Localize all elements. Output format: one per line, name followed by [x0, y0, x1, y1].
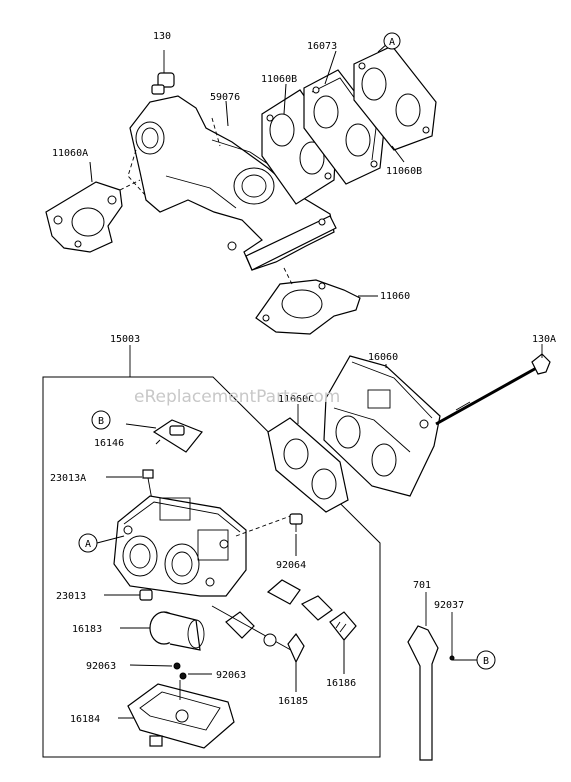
- kit-box-15003: [42, 345, 381, 758]
- callout-a-bottom: A: [78, 533, 98, 553]
- label-16073: 16073: [307, 41, 337, 52]
- float-16183: [149, 611, 205, 651]
- screw-23013: [139, 589, 153, 601]
- gasket-11060B-b: [353, 45, 437, 151]
- label-16183: 16183: [72, 624, 102, 635]
- label-16060: 16060: [368, 352, 398, 363]
- watermark-text: eReplacementParts.com: [134, 387, 340, 407]
- label-130A: 130A: [532, 334, 556, 345]
- callout-b-right-text: B: [483, 656, 489, 667]
- label-701: 701: [413, 580, 431, 591]
- label-11060B-b: 11060B: [386, 166, 422, 177]
- label-23013A: 23013A: [50, 473, 86, 484]
- callout-a-top: A: [383, 32, 401, 50]
- label-130: 130: [153, 31, 171, 42]
- callout-a-bottom-text: A: [85, 539, 91, 550]
- label-11060B-a: 11060B: [261, 74, 297, 85]
- label-16185: 16185: [278, 696, 308, 707]
- screw-92064: [289, 513, 303, 532]
- seal-92063: [173, 662, 187, 680]
- gasket-11060: [255, 267, 361, 335]
- valve-16186: [329, 611, 357, 641]
- gasket-11060C: [267, 404, 349, 513]
- spacer-16073: [303, 69, 385, 185]
- bolt-130: [151, 50, 175, 95]
- carburetor-body: [113, 495, 297, 597]
- label-92037: 92037: [434, 600, 464, 611]
- label-23013: 23013: [56, 591, 86, 602]
- callout-b-left-text: B: [98, 416, 104, 427]
- callout-b-left: B: [91, 410, 111, 430]
- callout-b-right: B: [476, 650, 496, 670]
- linkage-16185: [211, 579, 333, 664]
- label-16186: 16186: [326, 678, 356, 689]
- label-92063-a: 92063: [86, 661, 116, 672]
- clip-92037: [449, 612, 478, 661]
- label-16184: 16184: [70, 714, 100, 725]
- label-15003: 15003: [110, 334, 140, 345]
- label-92064: 92064: [276, 560, 306, 571]
- gasket-11060A: [45, 179, 141, 253]
- plate-16146: [152, 419, 203, 453]
- label-59076: 59076: [210, 92, 240, 103]
- label-11060C: 11060C: [278, 394, 314, 405]
- label-11060A: 11060A: [52, 148, 88, 159]
- float-bowl-16184: [127, 680, 235, 749]
- long-bolt-130A: [435, 344, 551, 426]
- spacer-16060: [323, 355, 441, 497]
- leader-lines: [89, 42, 405, 719]
- label-16146: 16146: [94, 438, 124, 449]
- fuel-hose-701: [407, 592, 439, 761]
- label-11060: 11060: [380, 291, 410, 302]
- screw-23013A: [142, 469, 154, 501]
- label-92063-b: 92063: [216, 670, 246, 681]
- callout-a-top-text: A: [389, 37, 395, 48]
